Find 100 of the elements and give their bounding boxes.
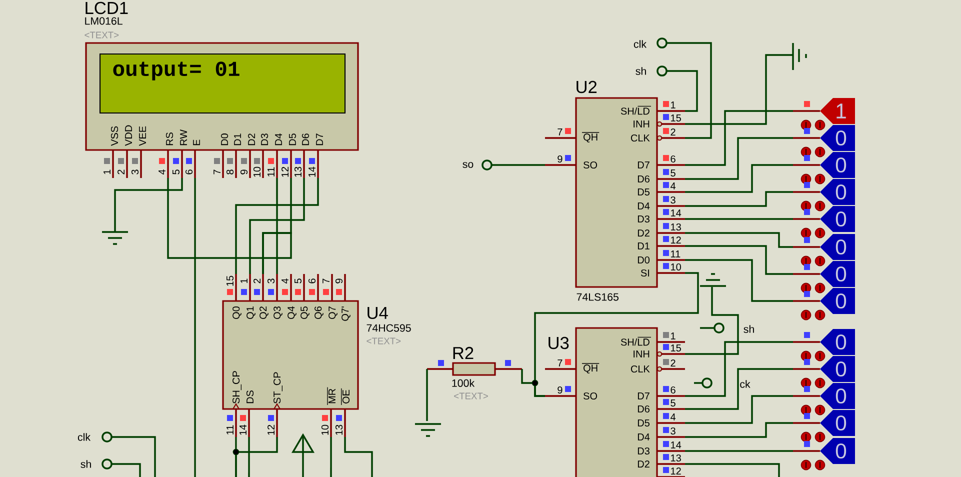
node-label: 74LS165 bbox=[576, 293, 619, 301]
node-label: 5 bbox=[172, 170, 180, 174]
node-label: 1 bbox=[671, 102, 676, 108]
wire bbox=[685, 245, 793, 275]
logic-state-probe: 0 bbox=[793, 356, 855, 388]
node-label: 3 bbox=[267, 278, 275, 284]
node-label: <TEXT> bbox=[84, 32, 119, 38]
logic-state-probe: 0 bbox=[793, 261, 855, 294]
terminal: ck bbox=[702, 378, 750, 388]
node-label: 4 bbox=[670, 182, 676, 190]
wire bbox=[685, 287, 739, 355]
node-label: 4 bbox=[282, 278, 288, 284]
node-label: 11 bbox=[671, 250, 680, 258]
node-label: 6 bbox=[670, 155, 676, 163]
node-label: 100k bbox=[452, 379, 475, 387]
shift-register-chip: U2 74LS165 1 SH/LD 15 INH 2 CLK 6 D7 5 D6 4 D5 3 D4 14 D3 13 D2 12 D1 11 D0 10 SI 7 QH 9 SO bbox=[545, 80, 685, 301]
node-label: U3 bbox=[548, 336, 569, 350]
wire bbox=[249, 178, 305, 274]
node-label: 14 bbox=[240, 424, 246, 435]
node-label: 9 bbox=[558, 386, 562, 394]
wire bbox=[276, 178, 278, 274]
wire bbox=[114, 178, 183, 232]
node-label: 8 bbox=[226, 170, 234, 174]
node-label: 15 bbox=[671, 344, 681, 352]
wire bbox=[492, 164, 546, 166]
shift-register-chip: U3 1 SH/LD 15 INH 2 CLK 6 D7 5 D6 4 D5 3 D4 14 D3 13 D2 12 7 QH 9 SO bbox=[545, 327, 685, 477]
node-label: ck bbox=[740, 380, 750, 388]
lcd-screen: output= 01 bbox=[99, 53, 346, 114]
node-label: 4 bbox=[670, 414, 676, 420]
node-label: 2 bbox=[670, 360, 676, 366]
node-label: LM016L bbox=[85, 17, 122, 25]
node-label: 3 bbox=[670, 196, 676, 204]
node-label: 12 bbox=[268, 424, 274, 435]
wire bbox=[667, 42, 712, 139]
terminal: so bbox=[462, 160, 492, 170]
node-label: 3 bbox=[670, 427, 676, 435]
logic-state-probe: 1 bbox=[793, 98, 855, 130]
node-label: 10 bbox=[253, 166, 261, 177]
wire bbox=[685, 259, 793, 302]
node-label: 15 bbox=[671, 114, 681, 122]
node-label: sh bbox=[744, 325, 754, 333]
logic-state-probe: 0 bbox=[793, 438, 855, 470]
terminal: clk bbox=[634, 38, 668, 48]
node-label: 11 bbox=[268, 167, 274, 176]
node-label: 2 bbox=[118, 170, 124, 174]
wire bbox=[235, 178, 319, 274]
wire bbox=[248, 437, 250, 477]
node-label: 4 bbox=[158, 170, 166, 175]
node-label: 2 bbox=[670, 128, 676, 136]
node-label: 15 bbox=[226, 276, 234, 286]
node-label: 1 bbox=[240, 278, 248, 284]
wire bbox=[112, 463, 141, 477]
node-label: 10 bbox=[671, 263, 681, 271]
node-label: 1 bbox=[104, 170, 110, 174]
wire bbox=[302, 452, 304, 477]
logic-state-probe: 0 bbox=[793, 288, 855, 320]
node-label: 3 bbox=[131, 170, 139, 174]
logic-state-probe: 0 bbox=[793, 206, 855, 238]
terminal: sh bbox=[714, 322, 754, 334]
node-label: 13 bbox=[671, 223, 681, 231]
resistor: R2 100k <TEXT> bbox=[427, 346, 522, 400]
wire bbox=[685, 110, 793, 166]
node-label: 6 bbox=[670, 386, 676, 394]
shift-register-chip: U4 74HC595 <TEXT> 15 Q0 1 Q1 2 Q2 3 Q3 4 Q4 5 Q5 6 Q6 7 Q7 9 Q7' 11 SH_CP 14 DS 12 ST_CP 10 MR 13 OE bbox=[222, 274, 411, 437]
wire bbox=[685, 341, 793, 397]
battery-symbol bbox=[792, 43, 807, 70]
node-label: LCD1 bbox=[86, 2, 128, 14]
terminal: clk bbox=[78, 432, 112, 442]
wire bbox=[344, 437, 373, 477]
node-label: 12 bbox=[282, 166, 288, 177]
wire bbox=[685, 232, 793, 248]
wire bbox=[700, 327, 714, 329]
wire bbox=[685, 450, 793, 452]
wire bbox=[330, 437, 332, 477]
node-label: 13 bbox=[671, 454, 681, 462]
wire bbox=[194, 178, 196, 477]
wire bbox=[685, 218, 793, 220]
wire bbox=[685, 368, 793, 410]
node-label: U4 bbox=[368, 306, 388, 320]
node-label: 6 bbox=[308, 278, 316, 284]
node-label: 7 bbox=[558, 360, 562, 366]
node-label: 7 bbox=[322, 278, 330, 284]
node-label: 9 bbox=[240, 170, 248, 174]
node-label: 7 bbox=[558, 128, 562, 136]
node-label: <TEXT> bbox=[366, 338, 401, 344]
logic-state-probe: 0 bbox=[793, 152, 855, 184]
node-label: 1 bbox=[671, 332, 676, 340]
wire bbox=[685, 395, 793, 424]
node-label: 7 bbox=[214, 170, 220, 174]
wire bbox=[685, 137, 793, 180]
node-label: clk bbox=[634, 40, 647, 48]
ground-symbol bbox=[415, 423, 441, 437]
wire bbox=[167, 178, 292, 274]
node-label: sh bbox=[636, 67, 646, 75]
node-label: 5 bbox=[670, 400, 676, 406]
node-label: 5 bbox=[294, 278, 302, 284]
node-label: 14 bbox=[308, 166, 316, 177]
node-label: 9 bbox=[558, 155, 562, 163]
wire bbox=[112, 436, 156, 477]
node-label: sh bbox=[80, 460, 91, 468]
